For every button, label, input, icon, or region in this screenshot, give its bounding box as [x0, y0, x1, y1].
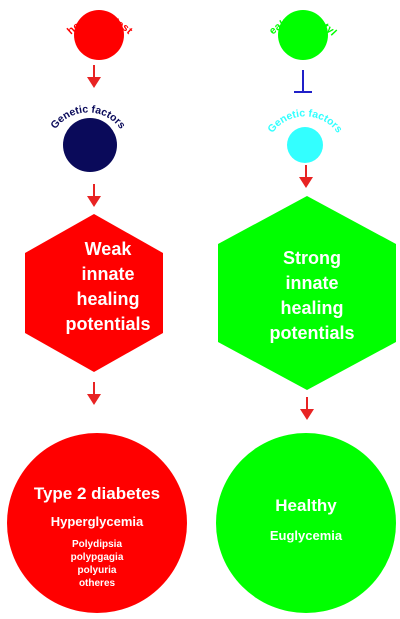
strong-potentials-line-4: potentials — [269, 323, 354, 343]
healthy-title: Healthy — [275, 496, 337, 515]
symptom-item: polyuria — [78, 565, 117, 576]
hyperglycemia-label: Hyperglycemia — [51, 514, 144, 529]
activation-arrow — [87, 184, 101, 207]
type2-diabetes-outcome-node — [7, 433, 187, 613]
activation-arrow — [299, 165, 313, 188]
weak-potentials-line-4: potentials — [65, 314, 150, 334]
weak-potentials-line-1: Weak — [85, 239, 133, 259]
weak-potentials-hexagon — [25, 214, 163, 372]
genetic-factors-node-dark — [63, 118, 117, 172]
unhealthy-lifestyle-node — [74, 10, 124, 60]
euglycemia-label: Euglycemia — [270, 528, 343, 543]
symptom-item: polypgagia — [71, 552, 124, 563]
activation-arrow — [87, 382, 101, 405]
symptom-item: otheres — [79, 578, 116, 589]
genetic-factors-node-cyan — [287, 127, 323, 163]
strong-potentials-line-1: Strong — [283, 248, 341, 268]
weak-potentials-line-3: healing — [76, 289, 139, 309]
healthy-lifestyle-node — [278, 10, 328, 60]
type2-diabetes-title: Type 2 diabetes — [34, 484, 160, 503]
activation-arrow — [87, 65, 101, 88]
strong-potentials-line-2: innate — [285, 273, 338, 293]
strong-potentials-hexagon — [218, 196, 396, 390]
symptom-item: Polydipsia — [72, 539, 122, 550]
healthy-outcome-node — [216, 433, 396, 613]
strong-potentials-line-3: healing — [280, 298, 343, 318]
inhibition-symbol — [294, 70, 312, 93]
activation-arrow — [300, 397, 314, 420]
weak-potentials-line-2: innate — [81, 264, 134, 284]
